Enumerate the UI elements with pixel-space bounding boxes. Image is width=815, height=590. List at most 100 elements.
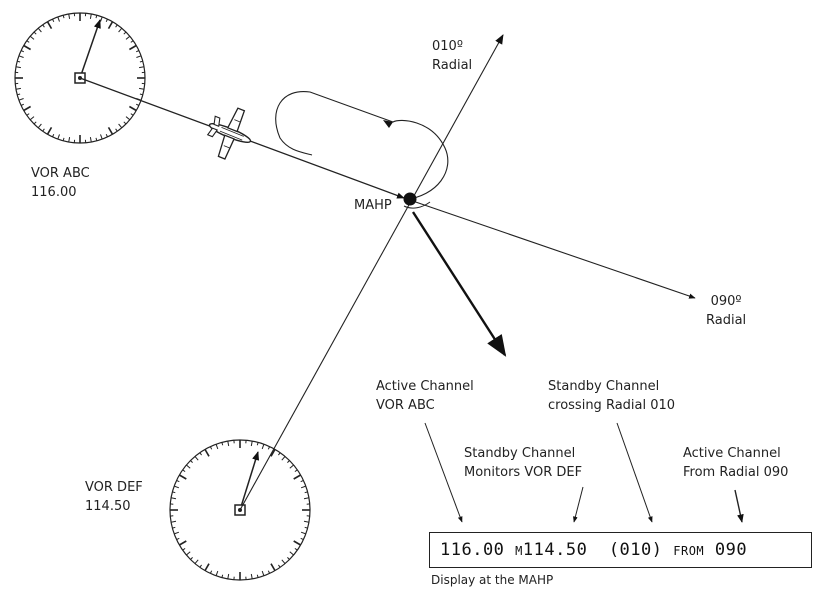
compass-tick bbox=[130, 113, 134, 116]
callout-standby-crossing-line2: crossing Radial 010 bbox=[548, 398, 676, 413]
compass-tick bbox=[304, 526, 308, 529]
compass-tick bbox=[125, 116, 131, 121]
compass-tick bbox=[209, 446, 213, 450]
compass-tick bbox=[107, 126, 114, 135]
compass-tick bbox=[294, 548, 298, 551]
compass-tick bbox=[123, 121, 127, 125]
vor-def-name: VOR DEF bbox=[85, 480, 143, 495]
radial-010-label: 010º Radial bbox=[432, 37, 472, 75]
compass-tick bbox=[46, 126, 53, 135]
compass-tick bbox=[190, 557, 193, 560]
compass-tick bbox=[26, 40, 30, 43]
compass-tick bbox=[281, 456, 286, 461]
compass-tick bbox=[287, 460, 290, 463]
radial-090-label: 090º Radial bbox=[706, 292, 746, 330]
compass-tick bbox=[20, 50, 25, 53]
compass-tick bbox=[89, 137, 92, 143]
mahp-fix-dot bbox=[403, 192, 417, 206]
compass-tick bbox=[256, 442, 259, 446]
compass-tick bbox=[105, 18, 108, 23]
compass-tick bbox=[115, 24, 118, 28]
compass-tick bbox=[178, 540, 187, 546]
callout-arrow-standby-monitor bbox=[573, 486, 584, 523]
compass-tick bbox=[289, 464, 294, 469]
vor-abc-label: VOR ABC 116.00 bbox=[31, 164, 90, 202]
compass-tick bbox=[68, 137, 71, 143]
compass-tick bbox=[136, 55, 142, 58]
compass-tick bbox=[125, 35, 131, 40]
compass-tick bbox=[300, 485, 306, 489]
compass-tick bbox=[199, 452, 203, 456]
compass-tick bbox=[123, 31, 127, 35]
display-caption: Display at the MAHP bbox=[431, 573, 554, 587]
compass-tick bbox=[174, 485, 180, 489]
compass-tick bbox=[37, 123, 42, 129]
radial-010-degrees: 010º bbox=[432, 39, 463, 54]
compass-tick bbox=[304, 491, 308, 494]
compass-tick bbox=[204, 448, 210, 457]
compass-tick bbox=[270, 448, 276, 457]
compass-tick bbox=[209, 570, 213, 574]
compass-tick bbox=[52, 18, 55, 23]
compass-tick bbox=[250, 441, 253, 447]
callout-standby-monitor: Standby Channel Monitors VOR DEF bbox=[464, 444, 582, 482]
compass-tick bbox=[267, 570, 271, 574]
compass-tick bbox=[287, 557, 290, 560]
compass-tick bbox=[57, 134, 60, 140]
compass-tick bbox=[68, 13, 71, 19]
callout-standby-monitor-line2: Monitors VOR DEF bbox=[464, 465, 583, 480]
radial-010-word: Radial bbox=[432, 58, 473, 73]
compass-tick bbox=[277, 564, 281, 568]
compass-tick bbox=[139, 93, 143, 96]
compass-tick bbox=[42, 24, 45, 28]
compass-tick bbox=[270, 563, 276, 572]
display-standby-frequency: 114.50 bbox=[522, 540, 588, 560]
compass-tick bbox=[215, 570, 219, 576]
compass-tick bbox=[194, 559, 199, 564]
compass-tick bbox=[139, 60, 143, 63]
compass-tick bbox=[172, 491, 176, 494]
vor-abc-frequency: 116.00 bbox=[31, 185, 77, 200]
callout-arrow-standby-crossing bbox=[616, 422, 653, 523]
missed-approach-arrow bbox=[411, 211, 507, 357]
mahp-label: MAHP bbox=[354, 198, 392, 213]
compass-tick bbox=[135, 50, 140, 53]
compass-tick bbox=[303, 497, 309, 500]
compass-tick bbox=[199, 564, 203, 568]
callout-standby-crossing: Standby Channel crossing Radial 010 bbox=[548, 377, 675, 415]
compass-tick bbox=[227, 573, 230, 579]
callout-active-vor: Active Channel VOR ABC bbox=[376, 377, 474, 415]
compass-tick bbox=[18, 98, 24, 101]
compass-tick bbox=[128, 105, 137, 112]
compass-tick bbox=[172, 526, 176, 529]
vor-def-frequency: 114.50 bbox=[85, 499, 131, 514]
airplane-icon bbox=[206, 107, 252, 160]
callout-standby-monitor-line1: Standby Channel bbox=[464, 446, 576, 461]
compass-tick bbox=[221, 574, 224, 578]
compass-tick bbox=[182, 469, 186, 473]
compass-tick bbox=[20, 103, 25, 106]
compass-tick bbox=[227, 441, 230, 447]
compass-tick bbox=[18, 55, 24, 58]
compass-tick bbox=[23, 44, 32, 51]
compass-tick bbox=[178, 474, 187, 480]
radial-010-line bbox=[239, 34, 504, 511]
callout-active-from-line2: From Radial 090 bbox=[683, 465, 789, 480]
compass-tick bbox=[118, 27, 123, 33]
display-monitor-flag: M bbox=[515, 544, 523, 558]
compass-tick bbox=[29, 35, 35, 40]
compass-tick bbox=[52, 133, 55, 138]
vor-def-label: VOR DEF 114.50 bbox=[85, 478, 143, 516]
compass-tick bbox=[174, 531, 180, 535]
vor-abc-tick-marks bbox=[15, 13, 145, 143]
compass-tick bbox=[281, 559, 286, 564]
compass-tick bbox=[128, 44, 137, 51]
compass-tick bbox=[256, 574, 259, 578]
compass-tick bbox=[186, 464, 191, 469]
compass-tick bbox=[289, 551, 294, 556]
callout-active-from-line1: Active Channel bbox=[683, 446, 781, 461]
compass-tick bbox=[107, 21, 114, 30]
compass-tick bbox=[17, 60, 21, 63]
compass-tick bbox=[171, 497, 177, 500]
